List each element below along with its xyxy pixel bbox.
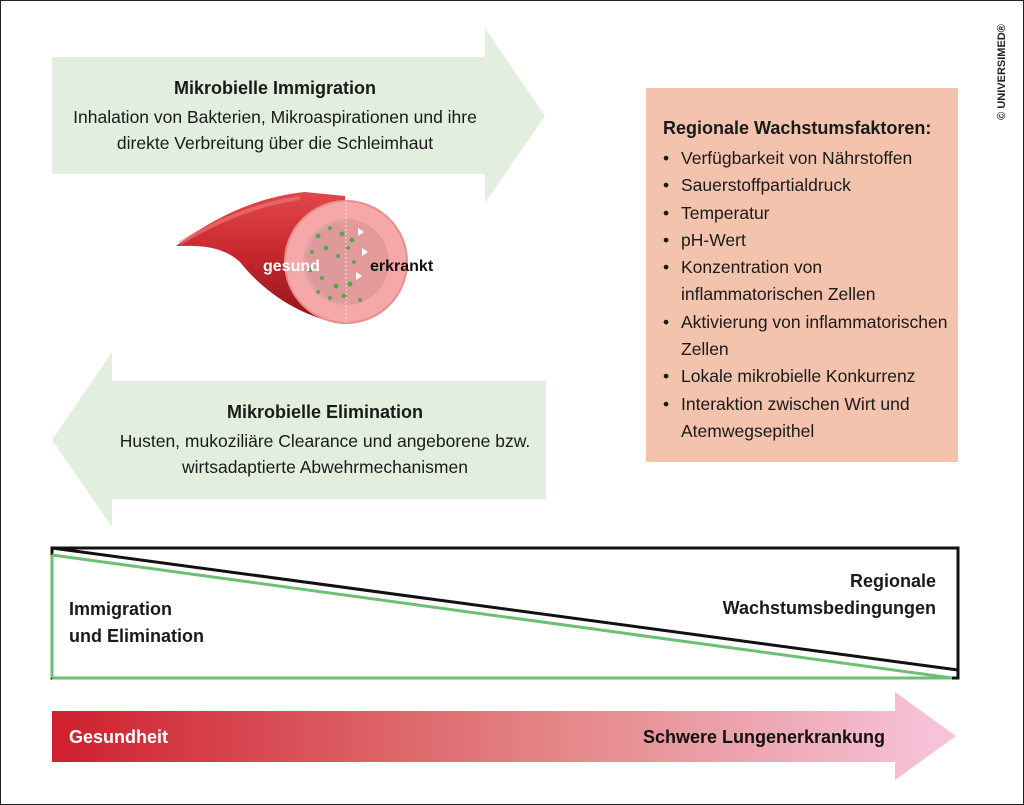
airway-illustration xyxy=(176,192,408,324)
elimination-title: Mikrobielle Elimination xyxy=(226,402,424,422)
balance-black-line xyxy=(51,546,959,672)
progression-arrow xyxy=(52,692,956,780)
bacteria-dots xyxy=(307,226,362,302)
copyright-notice: © UNIVERSIMED® xyxy=(991,22,1013,122)
balance-green-line xyxy=(51,553,953,680)
list-item: Sauerstoffpartialdruck xyxy=(663,172,953,200)
elimination-body: Husten, mukoziliäre Clearance und angebo… xyxy=(119,431,531,477)
airway-label-diseased: erkrankt xyxy=(370,258,434,275)
growth-factors-box: Regionale Wachstumsfaktoren: Verfügbarke… xyxy=(646,88,958,462)
growth-factors-list: Verfügbarkeit von Nährstoffen Sauerstoff… xyxy=(663,145,953,445)
list-item: Interaktion zwischen Wirt und Atemwegsep… xyxy=(663,391,953,446)
balance-right-label: Regionale Wachstumsbedingungen xyxy=(723,568,936,622)
elimination-arrow xyxy=(52,352,546,527)
balance-box xyxy=(50,546,960,680)
airway-label-healthy: gesund xyxy=(263,258,320,275)
progression-end-label: Schwere Lungenerkrankung xyxy=(642,727,885,747)
balance-right-line-2: Wachstumsbedingungen xyxy=(722,598,936,618)
balance-left-line-1: Immigration xyxy=(69,599,173,619)
copyright-text: © UNIVERSIMED® xyxy=(996,24,1008,120)
list-item: pH-Wert xyxy=(663,227,953,255)
list-item: Verfügbarkeit von Nährstoffen xyxy=(663,145,953,173)
balance-left-line-2: und Elimination xyxy=(69,626,204,646)
balance-left-label: Immigration und Elimination xyxy=(69,596,204,650)
balance-right-line-1: Regionale xyxy=(849,571,936,591)
immigration-body: Inhalation von Bakterien, Mikroaspiratio… xyxy=(73,107,477,153)
list-item: Konzentration von inflammatorischen Zell… xyxy=(663,254,953,309)
list-item: Temperatur xyxy=(663,200,953,228)
progression-start-label: Gesundheit xyxy=(69,727,169,747)
list-item: Aktivierung von inflammatorischen Zellen xyxy=(663,309,953,364)
immigration-arrow xyxy=(52,28,545,203)
immigration-title: Mikrobielle Immigration xyxy=(173,78,377,98)
list-item: Lokale mikrobielle Konkurrenz xyxy=(663,363,953,391)
growth-factors-title: Regionale Wachstumsfaktoren: xyxy=(663,118,932,138)
